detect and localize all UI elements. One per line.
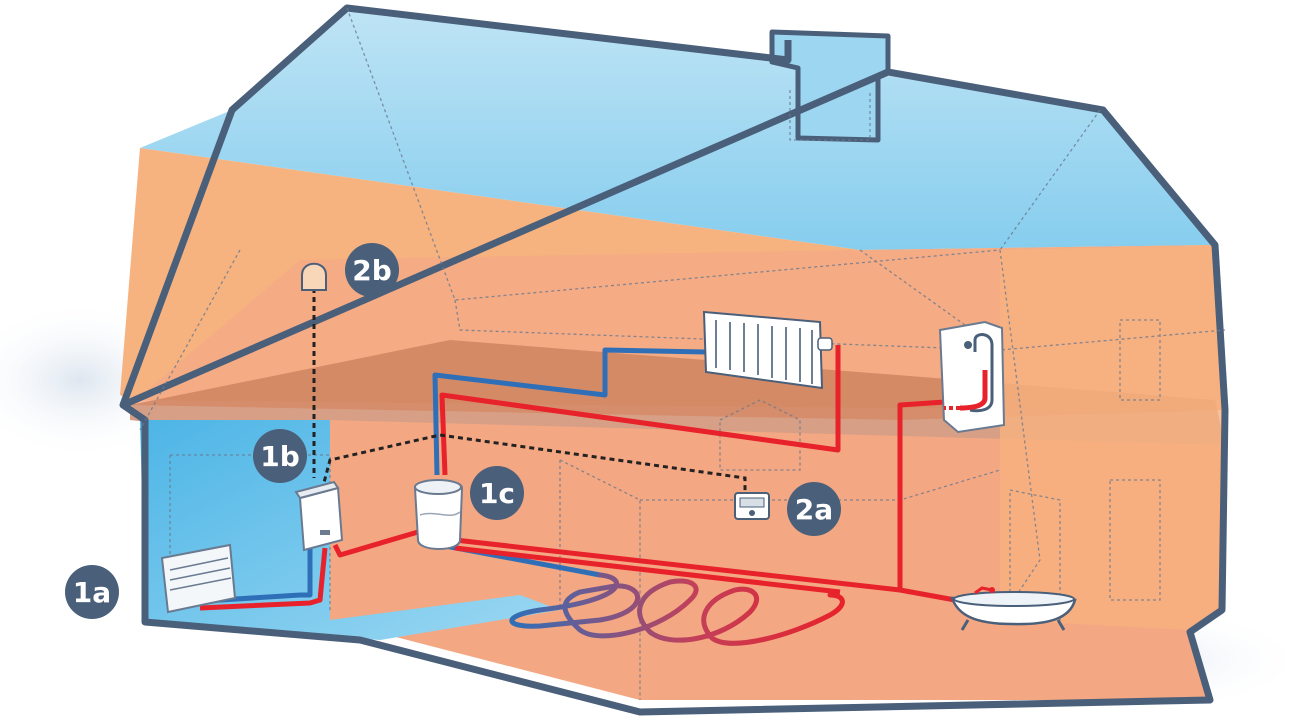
badge-2b-label: 2b	[352, 254, 392, 287]
storage-heater-icon	[160, 543, 237, 614]
underfloor-loops	[509, 572, 845, 646]
underfloor-feed-hot	[454, 545, 841, 595]
badge-2a-label: 2a	[795, 493, 833, 526]
badge-1b-label: 1b	[260, 440, 300, 473]
badge-1c-label: 1c	[479, 477, 515, 510]
badge-2b: 2b	[345, 243, 399, 297]
underfloor-heating-icon	[439, 542, 845, 646]
bathtub-icon	[950, 586, 1077, 631]
badge-1c: 1c	[470, 466, 524, 520]
thermostat-icon	[734, 492, 770, 520]
badge-1a-label: 1a	[73, 576, 111, 609]
shower-icon	[938, 320, 1006, 434]
pipe-hot-boiler-cylinder	[332, 529, 419, 558]
roof-top	[140, 8, 1215, 250]
pipe-hot-shower	[897, 399, 946, 590]
right-wing	[1000, 245, 1225, 630]
badge-1b: 1b	[253, 429, 307, 483]
pipe-cold-radiator	[432, 347, 707, 476]
left-room	[140, 420, 560, 640]
badge-1a: 1a	[65, 565, 119, 619]
pipe-hot-1a	[199, 547, 328, 611]
radiator-icon	[702, 310, 833, 390]
badge-2a: 2a	[787, 482, 841, 536]
control-wire-thermostat	[320, 433, 747, 493]
pipe-cold-1a	[187, 548, 313, 605]
hot-water-cylinder-icon	[413, 479, 464, 550]
boiler-icon	[294, 480, 344, 552]
outdoor-sensor-icon	[301, 262, 327, 291]
